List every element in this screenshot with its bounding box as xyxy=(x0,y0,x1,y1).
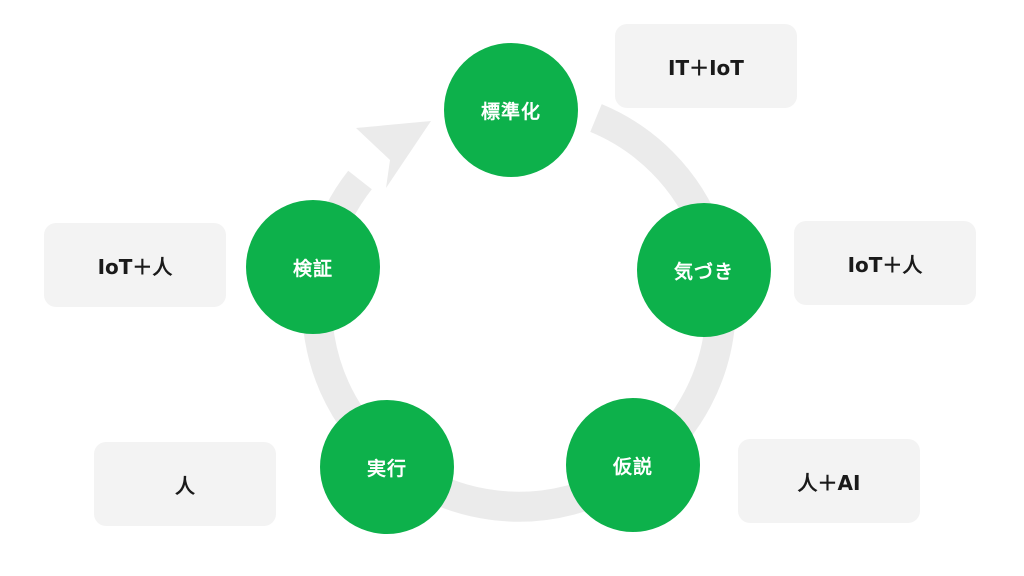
tag-verification: IoT＋人 xyxy=(44,223,226,307)
tag-execution: 人 xyxy=(94,442,276,526)
cycle-arrowhead xyxy=(356,121,431,188)
node-hypothesis-label: 仮説 xyxy=(612,455,653,478)
node-verification-label: 検証 xyxy=(292,257,333,280)
tag-execution-label: 人 xyxy=(175,473,195,498)
tag-awareness-label: IoT＋人 xyxy=(847,252,923,277)
node-awareness-label: 気づき xyxy=(673,260,734,283)
tag-standardize: IT＋IoT xyxy=(615,24,797,108)
node-verification: 検証 xyxy=(246,200,380,334)
node-execution-label: 実行 xyxy=(366,457,407,480)
node-standardize: 標準化 xyxy=(444,43,578,177)
tag-standardize-label: IT＋IoT xyxy=(668,55,744,80)
node-awareness: 気づき xyxy=(637,203,771,337)
node-standardize-label: 標準化 xyxy=(480,100,541,123)
tag-hypothesis: 人＋AI xyxy=(738,439,920,523)
tag-verification-label: IoT＋人 xyxy=(97,254,173,279)
tag-awareness: IoT＋人 xyxy=(794,221,976,305)
node-execution: 実行 xyxy=(320,400,454,534)
tag-hypothesis-label: 人＋AI xyxy=(797,470,861,495)
node-hypothesis: 仮説 xyxy=(566,398,700,532)
